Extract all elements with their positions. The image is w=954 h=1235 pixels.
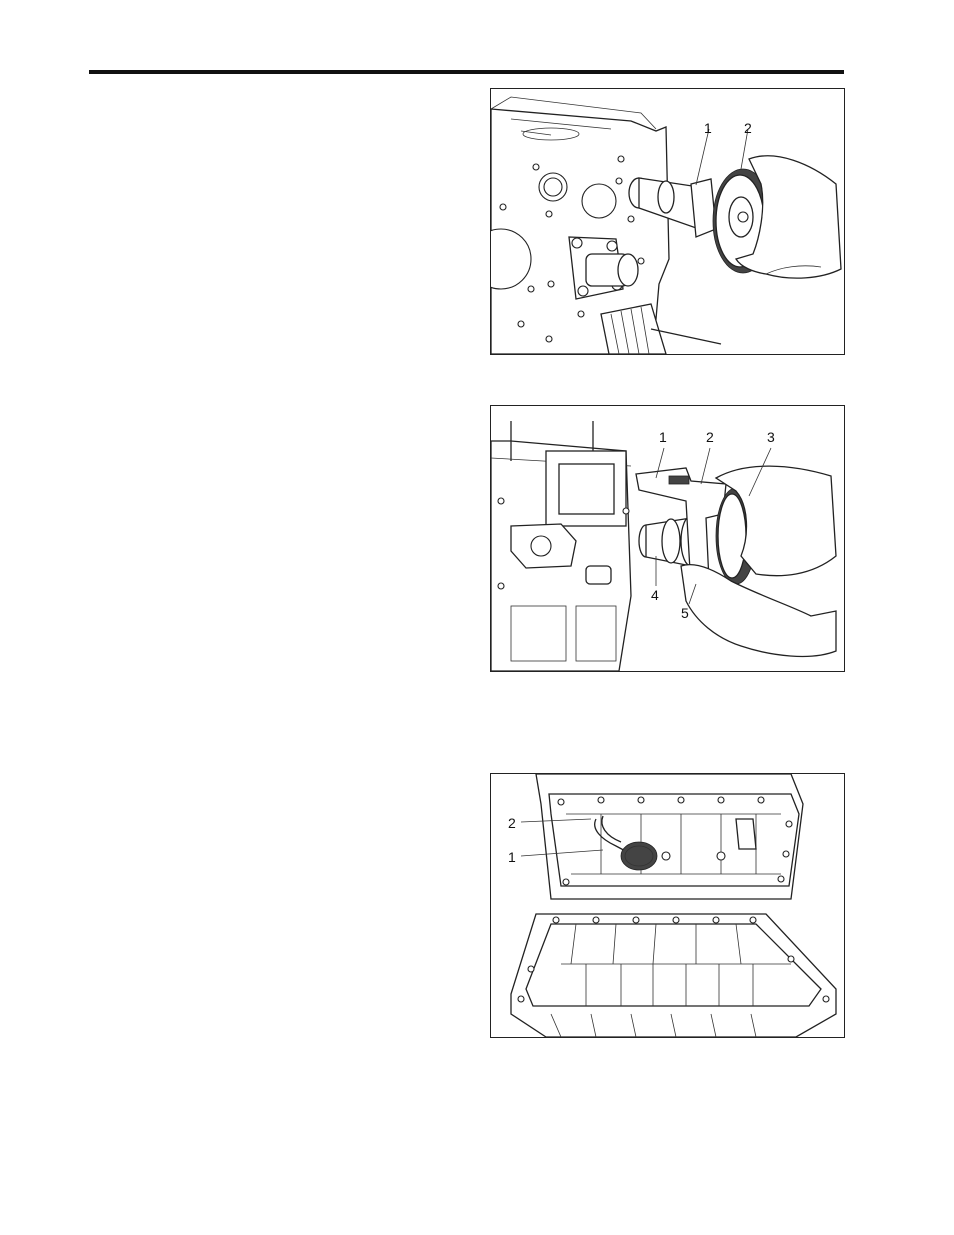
callout-label: 1: [704, 121, 712, 135]
camshaft-clearance-illustration: [491, 406, 844, 671]
figure-camshaft-gear-removal: 1 2: [490, 88, 845, 355]
callout-label: 2: [744, 121, 752, 135]
callout-label: 1: [659, 430, 667, 444]
camshaft-gear-illustration: [491, 89, 844, 354]
oil-sump-illustration: [491, 774, 844, 1037]
callout-label: 5: [681, 606, 689, 620]
figure-camshaft-clearance-check: 1 2 3 4 5: [490, 405, 845, 672]
callout-label: 3: [767, 430, 775, 444]
figure-oil-sump-strainer: 2 1: [490, 773, 845, 1038]
callout-label: 2: [508, 816, 516, 830]
callout-label: 2: [706, 430, 714, 444]
header-rule: [89, 70, 844, 74]
callout-label: 4: [651, 588, 659, 602]
callout-label: 1: [508, 850, 516, 864]
